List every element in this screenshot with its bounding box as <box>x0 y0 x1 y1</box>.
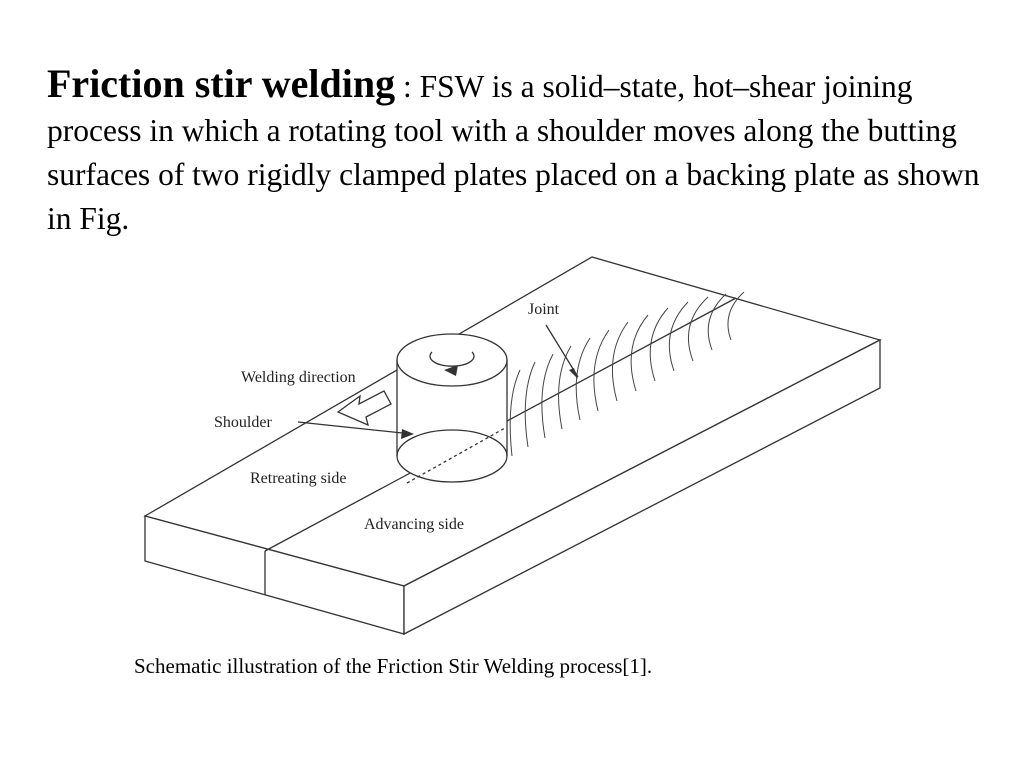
label-retreating-side: Retreating side <box>250 470 346 487</box>
weld-ripples <box>509 291 745 457</box>
term-separator: : <box>395 69 420 104</box>
label-joint: Joint <box>528 301 560 318</box>
figure-caption: Schematic illustration of the Friction S… <box>134 654 653 678</box>
shoulder-leader-arrowhead-icon <box>401 429 414 439</box>
label-shoulder: Shoulder <box>214 414 272 431</box>
welding-direction-arrow-icon <box>336 390 392 427</box>
joint-leader-arrowhead-icon <box>569 368 578 379</box>
joint-leader <box>545 324 579 378</box>
rotation-arrowhead-icon <box>444 365 458 376</box>
plate-right-face <box>403 338 881 636</box>
definition-paragraph: Friction stir welding : FSW is a solid–s… <box>47 62 1007 241</box>
label-welding-direction: Welding direction <box>241 369 356 386</box>
definition-text: FSW is a solid–state, hot–shear joining … <box>47 69 980 236</box>
tool-centerline <box>406 427 506 484</box>
rotating-tool <box>396 333 508 483</box>
shoulder-leader <box>297 421 413 435</box>
term-heading: Friction stir welding <box>47 61 396 106</box>
label-advancing-side: Advancing side <box>364 516 464 533</box>
rotation-arrow-icon <box>429 351 475 367</box>
